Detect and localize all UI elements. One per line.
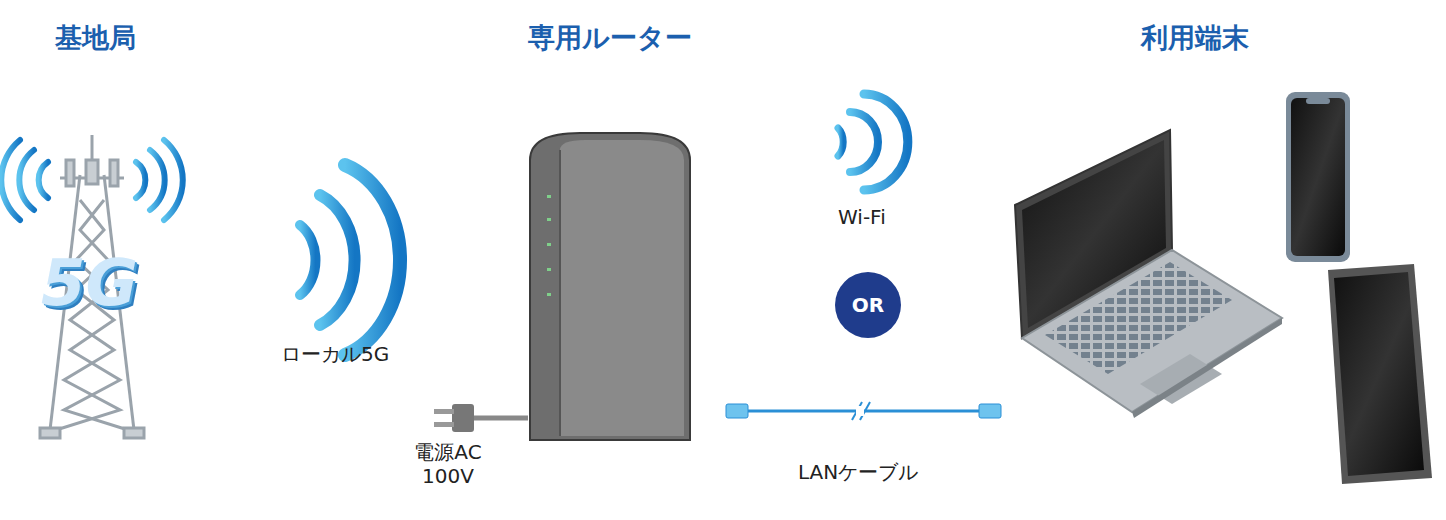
heading: 利用端末 bbox=[1141, 22, 1249, 54]
wifi-waves bbox=[838, 94, 908, 190]
base-station-tower bbox=[40, 135, 144, 438]
cable-label: LANケーブル bbox=[798, 460, 918, 484]
router bbox=[530, 133, 690, 440]
or-circle: OR bbox=[835, 272, 901, 338]
power-label: 電源AC 100V bbox=[406, 440, 490, 488]
illustration-text: 5G bbox=[41, 245, 138, 322]
tower-waves bbox=[1, 140, 183, 220]
local5g-waves bbox=[300, 165, 400, 355]
tablet bbox=[1328, 264, 1432, 484]
laptop bbox=[1015, 130, 1282, 418]
lan-cable bbox=[726, 402, 1001, 420]
heading: 基地局 bbox=[55, 22, 136, 54]
smartphone bbox=[1286, 92, 1350, 262]
power-plug bbox=[434, 404, 528, 432]
signal-label: ローカル5G bbox=[281, 342, 389, 366]
or-text: OR bbox=[852, 293, 884, 317]
signal-label: Wi-Fi bbox=[838, 205, 886, 229]
heading: 専用ルーター bbox=[528, 22, 692, 54]
